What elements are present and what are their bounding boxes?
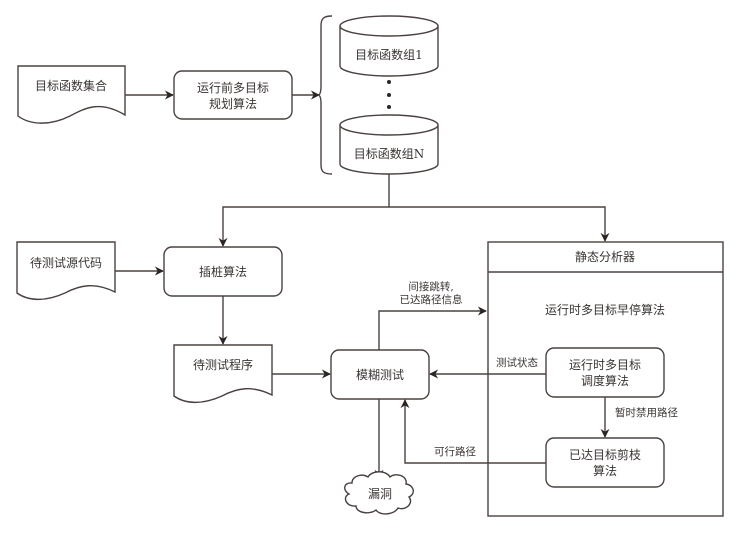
vulnerability-label: 漏洞 — [368, 487, 392, 501]
edge-label-disable-path: 暂时禁用路径 — [615, 406, 678, 419]
edge-label-feasible-path: 可行路径 — [434, 445, 476, 458]
edge-fuzzing-to-analyzer — [378, 306, 487, 350]
fuzzing-node: 模糊测试 — [330, 349, 430, 400]
vulnerability-node: 漏洞 — [344, 471, 414, 515]
scheduler-node: 运行时多目标 调度算法 — [545, 347, 665, 398]
ellipsis-dots — [387, 80, 391, 109]
objective-group-n-node: 目标函数组N — [339, 114, 439, 175]
group-brace — [317, 15, 333, 175]
edge-label-test-state: 测试状态 — [496, 356, 538, 369]
edge-label-indirect-jump-2: 已达路径信息 — [400, 293, 463, 306]
source-code-label: 待测试源代码 — [30, 255, 102, 270]
pruning-line2: 算法 — [593, 463, 617, 478]
program-under-test-label: 待测试程序 — [193, 357, 253, 372]
pre-run-planning-node: 运行前多目标 规划算法 — [173, 70, 293, 120]
edge-groups-to-instrumentation — [218, 206, 389, 247]
instrumentation-label: 插桩算法 — [199, 264, 247, 279]
scheduler-line2: 调度算法 — [581, 373, 629, 388]
static-analyzer-title: 静态分析器 — [575, 250, 635, 264]
pruning-node: 已达目标剪枝 算法 — [545, 437, 665, 488]
edge-groups-to-static-analyzer — [389, 206, 610, 242]
pre-run-planning-line2: 规划算法 — [209, 96, 257, 111]
objective-set-node: 目标函数集合 — [17, 65, 126, 124]
pre-run-planning-line1: 运行前多目标 — [197, 80, 269, 95]
edge-pruning-to-fuzzing — [400, 399, 546, 464]
program-under-test-node: 待测试程序 — [173, 344, 273, 404]
objective-set-label: 目标函数集合 — [35, 78, 107, 93]
edge-label-indirect-jump-1: 间接跳转, — [408, 280, 453, 293]
scheduler-line1: 运行时多目标 — [569, 358, 641, 372]
static-analyzer-subtitle: 运行时多目标早停算法 — [545, 302, 665, 317]
objective-group-1-label: 目标函数组1 — [355, 47, 423, 62]
pruning-line1: 已达目标剪枝 — [569, 447, 641, 462]
objective-group-1-node: 目标函数组1 — [339, 15, 439, 77]
instrumentation-node: 插桩算法 — [163, 246, 283, 297]
fuzzing-label: 模糊测试 — [356, 367, 404, 382]
source-code-node: 待测试源代码 — [16, 241, 116, 301]
objective-group-n-label: 目标函数组N — [354, 146, 425, 161]
